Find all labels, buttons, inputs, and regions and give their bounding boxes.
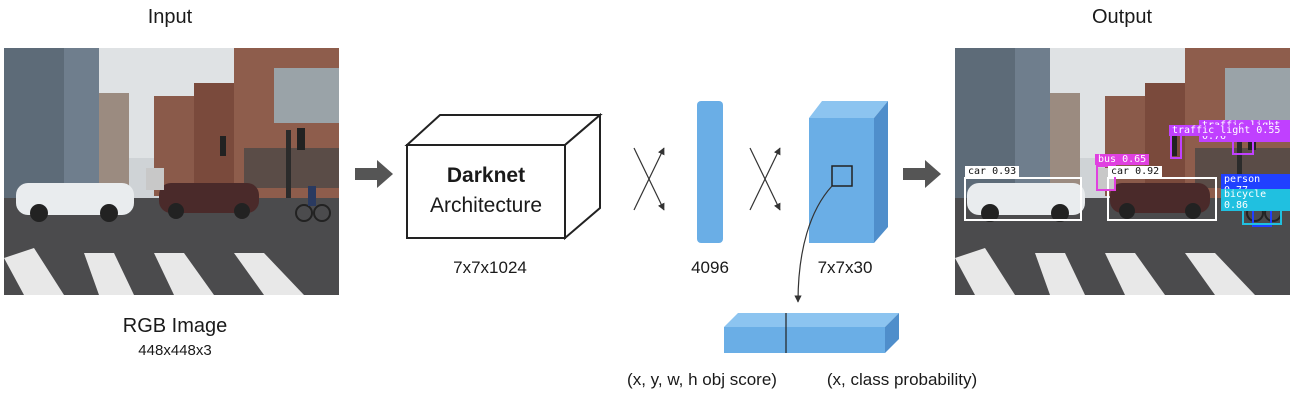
prediction-vector-block [724, 313, 899, 353]
det-box-car-1 [964, 177, 1082, 221]
cell-to-vector-arrow [794, 185, 833, 303]
det-label-car-2: car 0.92 [1108, 166, 1163, 177]
vector-right-label: (x, class probability) [826, 370, 978, 389]
det-label-bus: bus 0.65 [1095, 154, 1150, 165]
arrow-tensor-to-output [903, 160, 941, 188]
input-title: Input [147, 6, 193, 28]
output-tensor-block [809, 101, 888, 243]
output-image: car 0.93 car 0.92 bus 0.65 traffic light… [955, 48, 1290, 295]
darknet-dim: 7x7x1024 [453, 258, 527, 277]
input-image-label: RGB Image [122, 315, 228, 337]
input-image [4, 48, 339, 295]
fc-vector-block [697, 101, 723, 243]
det-box-bus [1096, 165, 1116, 191]
det-label-bicycle: bicycle 0.86 [1221, 189, 1290, 211]
darknet-cube [404, 112, 603, 241]
cross-arrows-1 [633, 147, 665, 211]
input-image-size: 448x448x3 [138, 342, 212, 359]
det-label-traffic-light-2: traffic light 0.55 [1169, 125, 1284, 136]
cross-arrows-2 [749, 147, 781, 211]
fc-dim: 4096 [691, 258, 729, 277]
det-box-car-2 [1107, 177, 1217, 221]
darknet-title-bold: Darknet [446, 164, 526, 187]
grid-cell [831, 165, 853, 187]
tensor-dim: 7x7x30 [817, 258, 873, 277]
det-label-car-1: car 0.93 [965, 166, 1020, 177]
vector-left-label: (x, y, w, h obj score) [627, 370, 777, 389]
darknet-title-rest: Architecture [429, 194, 543, 217]
output-title: Output [1091, 6, 1153, 28]
arrow-input-to-darknet [355, 160, 393, 188]
